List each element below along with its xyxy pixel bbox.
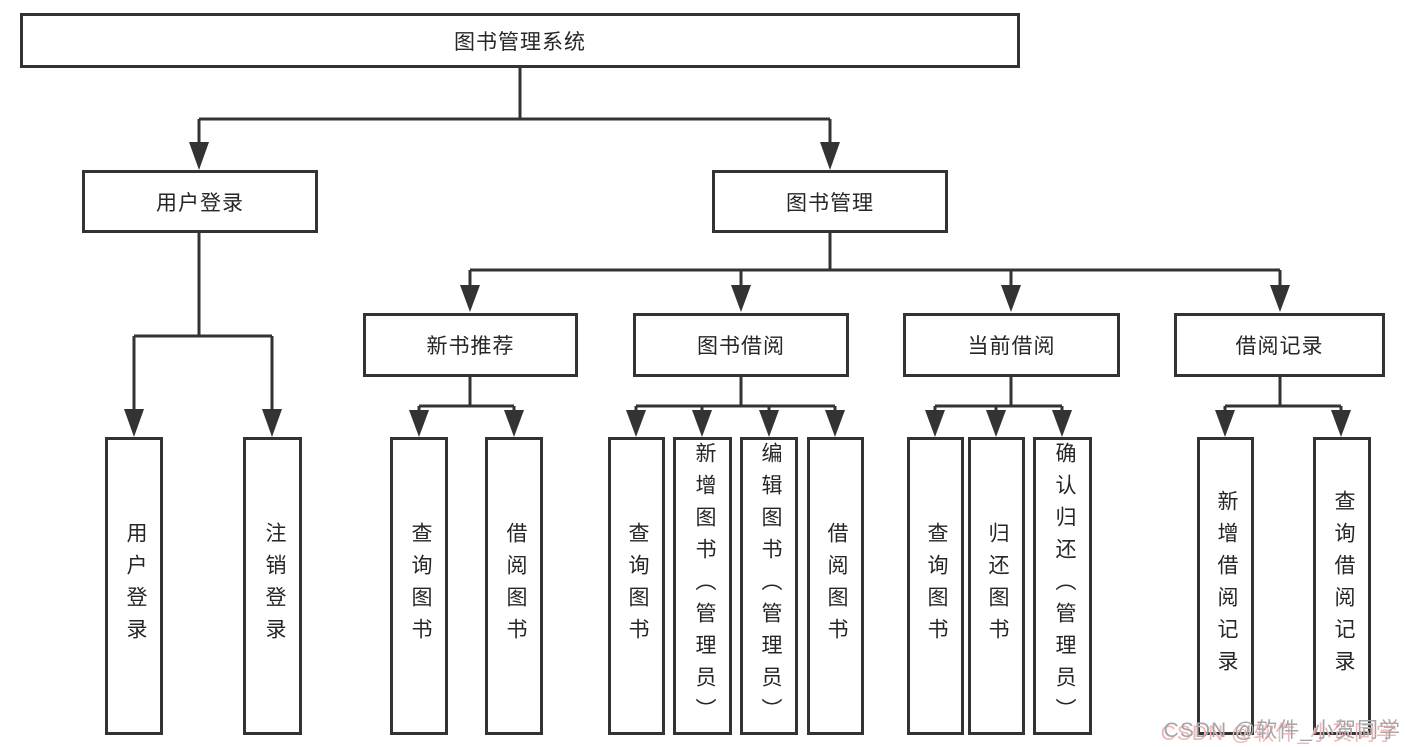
node-book-management: 图书管理 [712,170,948,233]
leaf-logout: 注销登录 [243,437,302,735]
leaf-borrow-books-recommend: 借阅图书 [485,437,543,735]
arrowhead [460,285,1290,312]
leaf-edit-book-admin: 编辑图书（管理员） [740,437,798,735]
connector-current-borrow-to-leaves [925,377,1072,437]
leaf-query-books-recommend: 查询图书 [390,437,448,735]
connector-book-management-to-level3 [460,233,1290,312]
leaf-confirm-return-admin: 确认归还（管理员） [1033,437,1092,735]
arrowhead [925,410,1072,437]
connector-user-login-to-leaves [124,233,282,437]
node-borrow-records: 借阅记录 [1174,313,1385,377]
arrowhead [1215,410,1351,437]
leaf-query-books-borrow: 查询图书 [608,437,665,735]
leaf-return-book: 归还图书 [968,437,1025,735]
leaf-user-login: 用户登录 [105,437,163,735]
leaf-borrow-books: 借阅图书 [807,437,864,735]
connector-borrow-records-to-leaves [1215,377,1351,437]
arrowhead [189,142,840,170]
leaf-add-borrow-record: 新增借阅记录 [1197,437,1254,735]
connector-new-book-recommend-to-leaves [409,377,524,437]
node-new-book-recommend: 新书推荐 [363,313,578,377]
arrowhead [124,409,282,437]
arrowhead [626,410,845,437]
node-current-borrow: 当前借阅 [903,313,1120,377]
node-book-borrow: 图书借阅 [633,313,849,377]
arrowhead [409,410,524,437]
leaf-query-books-current: 查询图书 [907,437,964,735]
connector-book-borrow-to-leaves [626,377,845,437]
node-user-login: 用户登录 [82,170,318,233]
leaf-add-book-admin: 新增图书（管理员） [673,437,732,735]
connector-root-to-level2 [189,68,840,170]
node-root: 图书管理系统 [20,13,1020,68]
leaf-query-borrow-record: 查询借阅记录 [1313,437,1371,735]
csdn-watermark: CSDN @软件_小贺同学 [1163,719,1401,742]
